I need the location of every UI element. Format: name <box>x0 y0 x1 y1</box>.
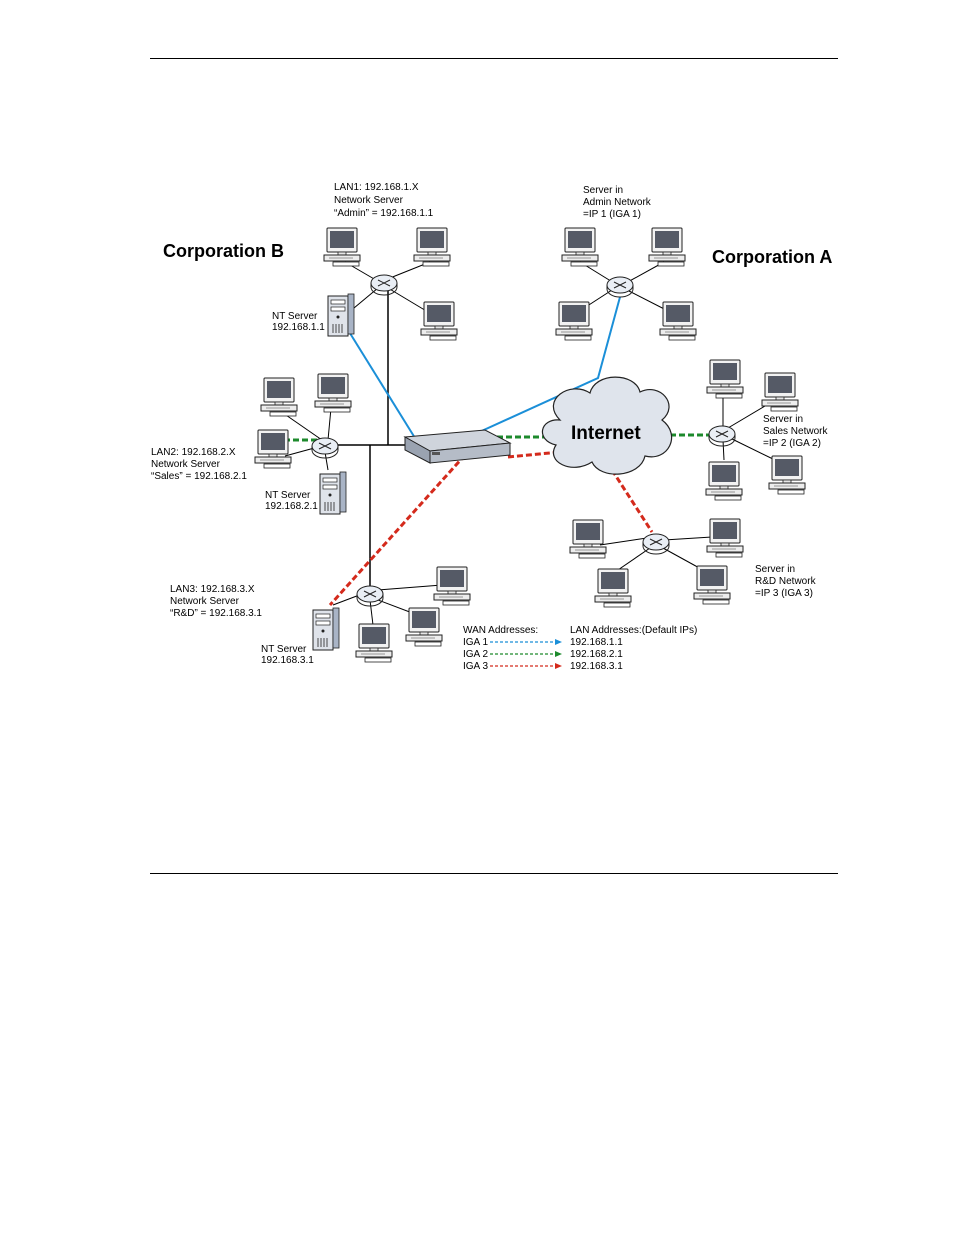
nt-server-lan1-label: NT Server 192.168.1.1 <box>272 311 325 333</box>
legend-iga2-ip: 192.168.2.1 <box>570 649 623 660</box>
rd-spokes <box>599 536 713 573</box>
svg-text:Network Server: Network Server <box>334 195 404 206</box>
nt-server-lan3-icon <box>312 607 340 651</box>
rd-computers <box>569 518 744 608</box>
iga3-links <box>328 450 654 607</box>
rd-hub-icon <box>642 533 670 555</box>
svg-text:R&D Network: R&D Network <box>755 576 817 587</box>
lan2-label: LAN2: 192.168.2.X Network Server “Sales”… <box>151 447 247 482</box>
computer-icon <box>569 519 607 559</box>
nt-server-lan3-label: NT Server 192.168.3.1 <box>261 644 314 666</box>
legend-iga1-ip: 192.168.1.1 <box>570 637 623 648</box>
legend-iga3-ip: 192.168.3.1 <box>570 661 623 672</box>
svg-text:LAN3: 192.168.3.X: LAN3: 192.168.3.X <box>170 584 255 595</box>
iga1-links <box>347 296 621 439</box>
admin-hub-icon <box>606 276 634 298</box>
computer-icon <box>413 227 451 267</box>
computer-icon <box>648 227 686 267</box>
legend-iga2-label: IGA 2 <box>463 649 488 660</box>
svg-text:Network Server: Network Server <box>170 596 240 607</box>
central-router <box>403 429 512 464</box>
svg-text:“Sales” = 192.168.2.1: “Sales” = 192.168.2.1 <box>151 471 247 482</box>
nt-server-lan2-label: NT Server 192.168.2.1 <box>265 490 318 512</box>
svg-text:LAN2: 192.168.2.X: LAN2: 192.168.2.X <box>151 447 236 458</box>
computer-icon <box>260 377 298 417</box>
computer-icon <box>706 359 744 399</box>
svg-text:Network Server: Network Server <box>151 459 221 470</box>
svg-text:192.168.2.1: 192.168.2.1 <box>265 501 318 512</box>
nt-server-lan2-icon <box>319 471 347 515</box>
lan1-hub-icon <box>370 274 398 296</box>
svg-text:NT Server: NT Server <box>265 490 311 501</box>
computer-icon <box>420 301 458 341</box>
nt-server-lan1-icon <box>327 293 355 337</box>
bottom-rule <box>150 873 838 874</box>
svg-text:=IP 2 (IGA 2): =IP 2 (IGA 2) <box>763 438 821 449</box>
svg-text:NT Server: NT Server <box>261 644 307 655</box>
legend-iga3-label: IGA 3 <box>463 661 488 672</box>
address-legend: WAN Addresses: LAN Addresses:(Default IP… <box>463 625 697 672</box>
computer-icon <box>768 455 806 495</box>
computer-icon <box>761 372 799 412</box>
lan3-computers <box>355 566 471 663</box>
computer-icon <box>323 227 361 267</box>
computer-icon <box>594 568 632 608</box>
admin-server-label: Server in Admin Network =IP 1 (IGA 1) <box>583 185 652 220</box>
computer-icon <box>659 301 697 341</box>
svg-text:192.168.1.1: 192.168.1.1 <box>272 322 325 333</box>
computer-icon <box>705 461 743 501</box>
computer-icon <box>555 301 593 341</box>
lan3-label: LAN3: 192.168.3.X Network Server “R&D” =… <box>170 584 262 619</box>
svg-text:“R&D” = 192.168.3.1: “R&D” = 192.168.3.1 <box>170 608 262 619</box>
svg-text:Admin Network: Admin Network <box>583 197 652 208</box>
svg-text:=IP 3 (IGA 3): =IP 3 (IGA 3) <box>755 588 813 599</box>
internet-label: Internet <box>571 423 641 444</box>
svg-text:Server in: Server in <box>763 414 803 425</box>
corporation-a-title: Corporation A <box>712 247 832 267</box>
svg-text:=IP 1 (IGA 1): =IP 1 (IGA 1) <box>583 209 641 220</box>
legend-lan-header: LAN Addresses:(Default IPs) <box>570 625 697 636</box>
svg-text:Server in: Server in <box>583 185 623 196</box>
computer-icon <box>405 607 443 647</box>
internet-cloud: Internet <box>541 376 673 475</box>
svg-text:Server in: Server in <box>755 564 795 575</box>
lan1-label: LAN1: 192.168.1.X Network Server “Admin”… <box>334 182 434 219</box>
svg-text:LAN1: 192.168.1.X: LAN1: 192.168.1.X <box>334 182 419 193</box>
svg-text:“Admin” = 192.168.1.1: “Admin” = 192.168.1.1 <box>334 208 434 219</box>
computer-icon <box>706 518 744 558</box>
svg-text:NT Server: NT Server <box>272 311 318 322</box>
computer-icon <box>561 227 599 267</box>
computer-icon <box>433 566 471 606</box>
legend-wan-header: WAN Addresses: <box>463 625 538 636</box>
top-rule <box>150 58 838 59</box>
svg-text:192.168.3.1: 192.168.3.1 <box>261 655 314 666</box>
corporation-b-title: Corporation B <box>163 241 284 261</box>
computer-icon <box>693 565 731 605</box>
svg-text:Sales Network: Sales Network <box>763 426 828 437</box>
computer-icon <box>314 373 352 413</box>
legend-iga1-label: IGA 1 <box>463 637 488 648</box>
sales-server-label: Server in Sales Network =IP 2 (IGA 2) <box>763 414 828 449</box>
rd-server-label: Server in R&D Network =IP 3 (IGA 3) <box>755 564 817 599</box>
computer-icon <box>254 429 292 469</box>
computer-icon <box>355 623 393 663</box>
lan-backbone <box>330 288 410 592</box>
sales-hub-icon <box>708 425 736 447</box>
